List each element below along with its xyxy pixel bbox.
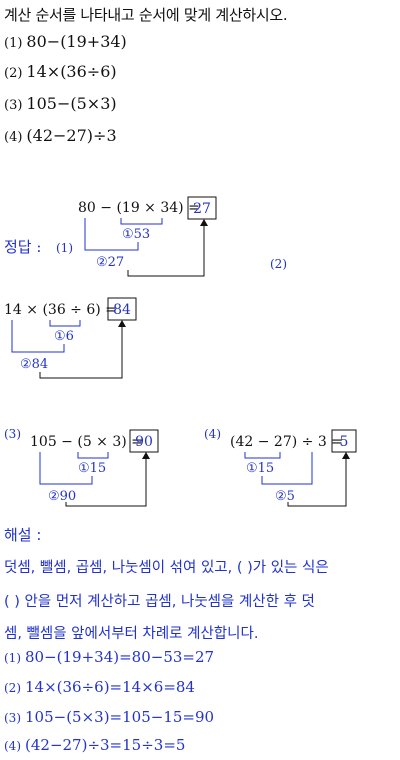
solution-text: (42−27)÷3=15÷3=5 — [25, 736, 186, 754]
question-expression: 80−(19+34) — [26, 32, 127, 51]
question-2: (2)14×(36÷6) — [4, 62, 117, 81]
diagram-1: (1) 80 − (19 × 34) = 27 ①53 ②27 — [56, 196, 217, 277]
problem-title: 계산 순서를 나타내고 순서에 맞게 계산하시오. — [4, 6, 288, 24]
result-arrow — [287, 454, 347, 507]
answer-label: 정답 : — [4, 238, 41, 256]
diagram-expression: 80 − (19 × 34) = — [78, 200, 200, 216]
question-expression: 105−(5×3) — [26, 94, 117, 113]
result-arrow — [39, 322, 123, 379]
solution-text: 80−(19+34)=80−53=27 — [25, 648, 215, 666]
step1-label: ①53 — [122, 227, 150, 242]
question-1: (1)80−(19+34) — [4, 32, 127, 51]
step1-label: ①6 — [54, 329, 74, 344]
step1-bracket — [120, 218, 163, 225]
arrow-head — [142, 452, 150, 459]
result-arrow — [65, 454, 147, 507]
step2-label: ②84 — [20, 357, 48, 372]
solution-number: (1) — [4, 651, 21, 665]
step2-bracket — [84, 218, 139, 251]
solution-number: (3) — [4, 711, 21, 725]
step2-bracket — [11, 320, 65, 353]
diagram-expression: 105 − (5 × 3) = — [30, 434, 143, 450]
result-value: 84 — [113, 302, 131, 318]
diagram-4: (4) (42 − 27) ÷ 3 = 5 ①15 ②5 — [204, 427, 357, 507]
question-expression: 14×(36÷6) — [26, 62, 117, 81]
solution-number: (2) — [4, 681, 21, 695]
step1-label: ①15 — [246, 461, 274, 476]
result-box — [129, 429, 159, 453]
question-3: (3)105−(5×3) — [4, 94, 117, 113]
solution-1: (1) 80−(19+34)=80−53=27 — [4, 648, 214, 666]
explanation-line: ( ) 안을 먼저 계산하고 곱셈, 나눗셈을 계산한 후 덧 — [4, 594, 315, 610]
solution-text: 14×(36÷6)=14×6=84 — [25, 678, 195, 696]
solution-4: (4) (42−27)÷3=15÷3=5 — [4, 736, 185, 754]
step2-bracket — [261, 452, 313, 485]
solution-3: (3) 105−(5×3)=105−15=90 — [4, 708, 214, 726]
result-box — [331, 429, 357, 453]
result-arrow — [127, 221, 205, 277]
question-number: (4) — [4, 130, 23, 145]
question-number: (2) — [4, 66, 23, 81]
explanation-label: 해설 : — [4, 526, 42, 544]
diagram-2: 14 × (36 ÷ 6) = 84 ①6 ②84 — [4, 297, 137, 379]
diagram-number: (1) — [56, 241, 73, 255]
result-box — [187, 196, 217, 220]
step2-label: ②90 — [48, 489, 76, 504]
step1-bracket — [244, 452, 281, 459]
result-value: 90 — [135, 434, 153, 450]
solution-2: (2) 14×(36÷6)=14×6=84 — [4, 678, 195, 696]
question-expression: (42−27)÷3 — [26, 126, 117, 145]
question-number: (3) — [4, 98, 23, 113]
step1-bracket — [49, 320, 81, 327]
arrow-head — [342, 452, 350, 459]
explanation-line: 덧셈, 뺄셈, 곱셈, 나눗셈이 섞여 있고, ( )가 있는 식은 — [4, 560, 329, 576]
diagram-expression: 14 × (36 ÷ 6) = — [4, 302, 117, 318]
diagram-number: (4) — [204, 427, 221, 441]
explanation-line: 셈, 뺄셈을 앞에서부터 차례로 계산합니다. — [4, 626, 259, 642]
question-4: (4)(42−27)÷3 — [4, 126, 117, 145]
arrow-head — [200, 219, 208, 226]
diagram-number: (2) — [270, 257, 287, 271]
result-value: 27 — [193, 201, 211, 217]
step2-label: ②5 — [275, 489, 295, 504]
answer-diagrams: 정답 : (1) 80 − (19 × 34) = 27 ①53 ②27 (2)… — [4, 196, 357, 507]
solution-number: (4) — [4, 739, 21, 753]
step2-bracket — [39, 452, 93, 485]
result-value: 5 — [340, 434, 349, 450]
question-number: (1) — [4, 36, 23, 51]
solution-text: 105−(5×3)=105−15=90 — [25, 708, 215, 726]
diagram-number: (3) — [4, 427, 21, 441]
diagram-3: (3) 105 − (5 × 3) = 90 ①15 ②90 — [4, 427, 159, 507]
step1-label: ①15 — [78, 461, 106, 476]
diagram-expression: (42 − 27) ÷ 3 = — [230, 434, 343, 450]
step1-bracket — [77, 452, 109, 459]
step2-label: ②27 — [96, 255, 124, 270]
arrow-head — [118, 320, 126, 327]
